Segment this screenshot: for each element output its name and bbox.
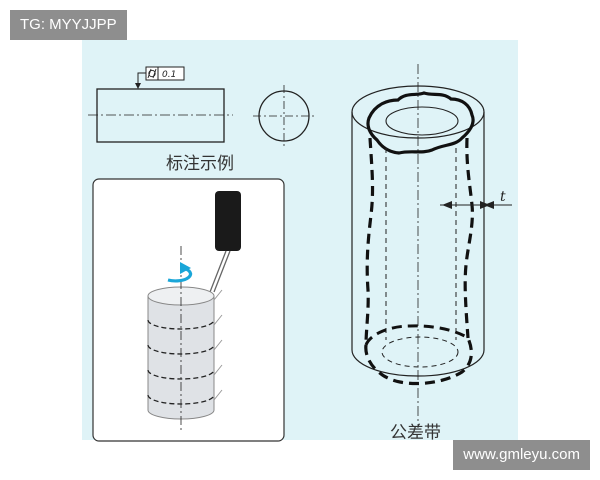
end-view-drawing bbox=[253, 85, 315, 147]
watermark-bottom-right: www.gmleyu.com bbox=[453, 440, 590, 470]
tolerance-value: 0.1 bbox=[162, 70, 176, 80]
tolerance-width-label: t bbox=[500, 189, 506, 205]
cylinder-side-view bbox=[96, 88, 225, 143]
probe-icon bbox=[215, 191, 241, 251]
annotation-example-caption: 标注示例 bbox=[166, 154, 234, 174]
side-view-drawing: 0.1 bbox=[88, 66, 233, 143]
cylindricity-symbol-icon bbox=[148, 69, 156, 78]
measurement-illustration bbox=[92, 178, 285, 442]
actual-surface-top bbox=[366, 91, 475, 155]
tolerance-zone-drawing: t bbox=[351, 64, 512, 428]
tolerance-zone-caption: 公差带 bbox=[390, 423, 441, 443]
watermark-top-left: TG: MYYJJPP bbox=[10, 10, 127, 40]
